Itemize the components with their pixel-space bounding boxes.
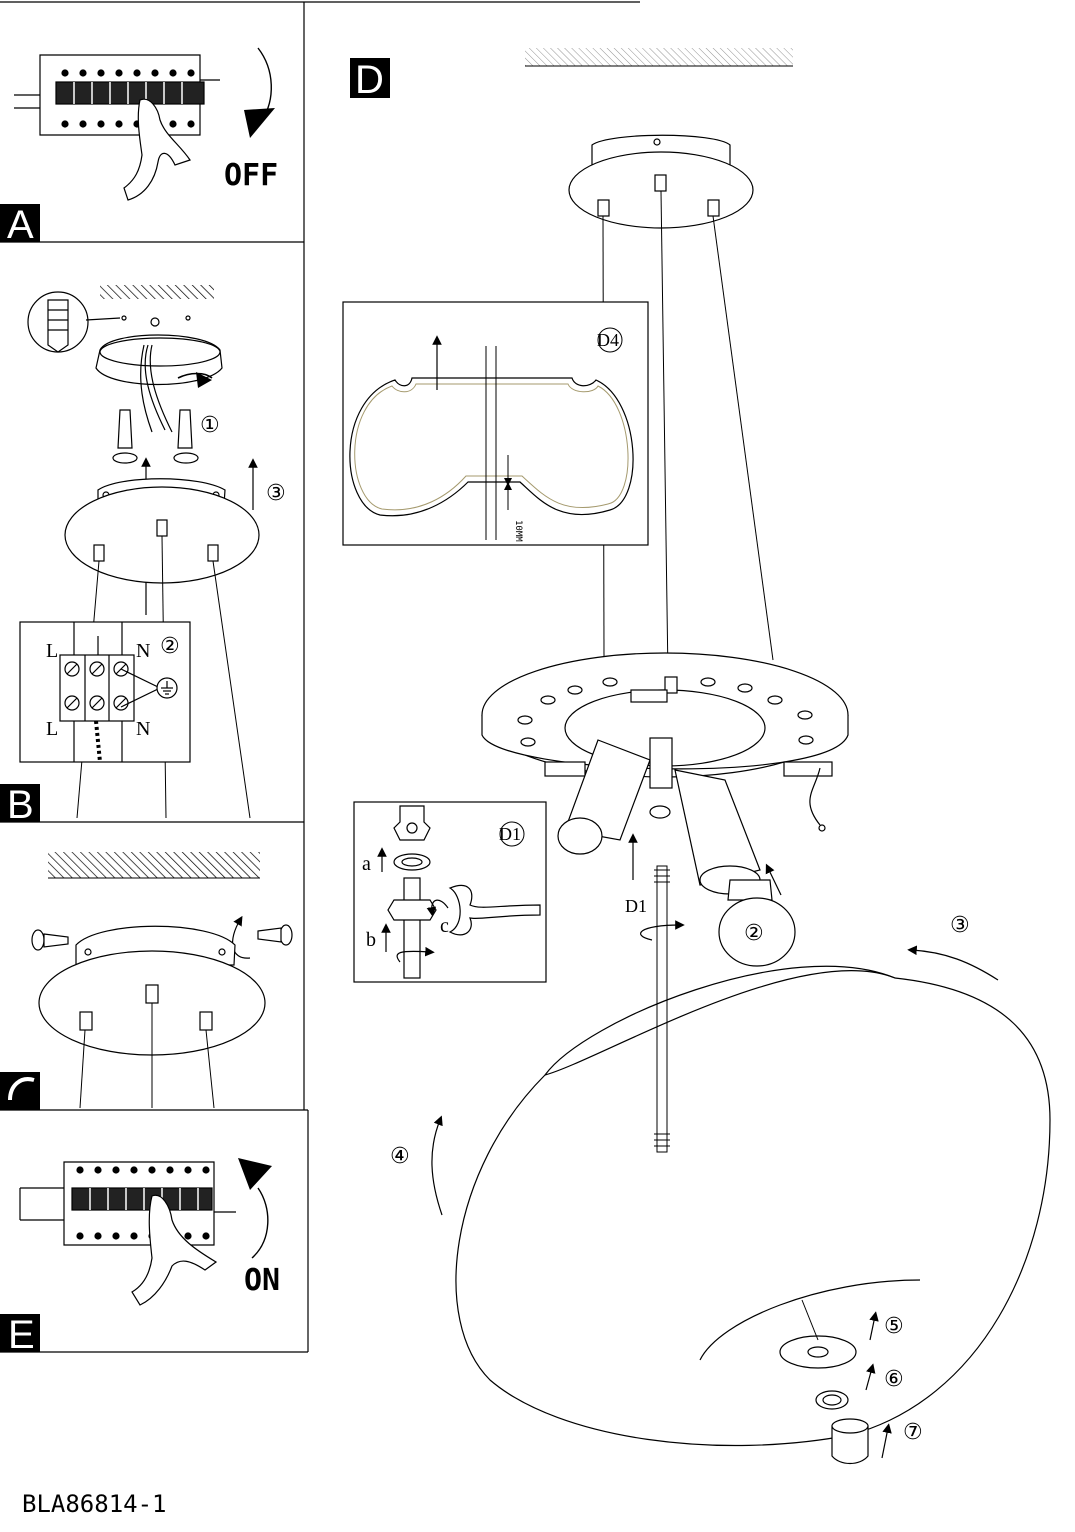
terminal-block-detail: L N ② L N: [19, 621, 191, 763]
lift-shade-arrow-icon: [431, 1115, 443, 1216]
arrow-head-e-icon: [238, 1158, 272, 1190]
step-3-label: ③: [266, 481, 286, 506]
panel-d-label: D: [355, 58, 384, 102]
panel-frames: [0, 1, 640, 1353]
wall-plug-detail: [27, 291, 121, 353]
neutral-label-bottom: N: [136, 718, 150, 740]
rotate-rod-arrow-icon: [639, 920, 685, 941]
panel-b: ① ③ L N ② L N: [0, 285, 286, 827]
screw-c-left-icon: [31, 929, 69, 951]
arrow-head-icon: [244, 108, 275, 138]
arrow-bulb: [765, 863, 782, 896]
model-code: BLA86814-1: [22, 1490, 167, 1518]
panel-e-badge: [0, 1314, 40, 1352]
hand-e-icon: [131, 1194, 218, 1306]
d1-ref-label: D1: [625, 896, 647, 916]
breaker-box-icon: [14, 54, 220, 136]
canopy-plate: [64, 478, 260, 584]
screw-left-icon: [112, 409, 138, 464]
panel-c: C: [0, 0, 293, 1110]
hand-icon: [123, 98, 191, 201]
panel-e-label: E: [8, 1313, 35, 1357]
step-d-2-label: ②: [744, 921, 764, 946]
step-1-label: ①: [200, 413, 220, 438]
rotate-arrow-icon: [196, 372, 212, 388]
screw-c-right-icon: [257, 924, 293, 946]
d1-step-b: b: [366, 929, 376, 951]
canopy-d: [568, 134, 754, 229]
panel-a-badge: [0, 204, 40, 242]
rotate-shade-arrow-icon: [907, 945, 999, 981]
panel-a-label: A: [7, 203, 34, 247]
ceiling-hatch-c: [48, 852, 260, 878]
detail-d1-tag: D1: [499, 824, 521, 844]
panel-a: OFF A: [0, 47, 278, 247]
d1-step-c: c: [440, 915, 449, 937]
breaker-box-e-icon: [19, 1161, 236, 1246]
ceiling-hatch-d: [525, 48, 793, 66]
light-bulb-icon: [718, 879, 796, 967]
step-2-label: ②: [160, 634, 180, 659]
panel-d: D D4 10MM: [342, 48, 1051, 1465]
neutral-label-top: N: [136, 640, 150, 662]
rotate-on-arrow-icon: [251, 1187, 269, 1259]
panel-b-label: B: [7, 783, 34, 827]
detail-d4-tag: D4: [597, 330, 619, 350]
step-d-7-label: ⑦: [903, 1420, 923, 1445]
step-d-4-label: ④: [390, 1144, 410, 1169]
step-d-6-label: ⑥: [884, 1367, 904, 1392]
detail-d4: D4 10MM: [342, 301, 649, 546]
panel-c-badge: [0, 1072, 40, 1110]
step-d-3-label: ③: [950, 913, 970, 938]
on-label: ON: [244, 1263, 280, 1298]
screw-right-icon: [173, 409, 199, 464]
panel-e: ON E: [0, 1158, 280, 1357]
dimension-10mm: 10MM: [513, 520, 523, 542]
detail-d1: D1 a b c: [353, 801, 547, 983]
live-label-top: L: [46, 640, 58, 662]
live-label-bottom: L: [46, 718, 58, 740]
panel-c-label-glyph: [8, 1077, 35, 1101]
threaded-rod: [654, 865, 670, 1153]
panel-b-badge: [0, 784, 40, 822]
d1-step-a: a: [362, 853, 371, 875]
ceiling-hatch: [100, 285, 214, 299]
panel-c-label: C: [0, 0, 1, 1]
ceiling-bracket: [95, 315, 223, 433]
step-d-5-label: ⑤: [884, 1314, 904, 1339]
off-label: OFF: [224, 158, 278, 193]
earth-symbol-icon: [156, 677, 178, 699]
glass-shade: [455, 965, 1051, 1447]
finial-parts: [779, 1335, 869, 1465]
panel-d-badge: [350, 58, 390, 98]
